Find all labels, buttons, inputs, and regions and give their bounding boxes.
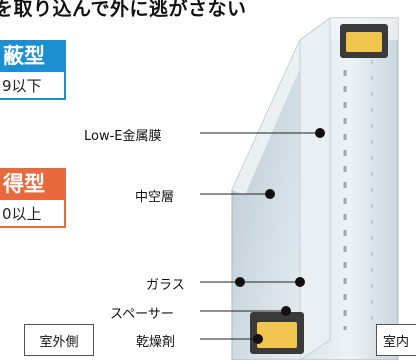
spacer-label: スペーサー — [110, 307, 174, 322]
shielding-type-tag: 蔽型 — [0, 40, 66, 70]
gain-type-tag: 得型 — [0, 168, 66, 198]
headline: を取り込んで外に逃がさない — [0, 0, 247, 20]
air-marker — [265, 189, 275, 199]
spacer-marker — [281, 306, 291, 316]
air-layer-label: 中空層 — [135, 190, 175, 205]
lowe-label: Low-E金属膜 — [84, 129, 162, 144]
glass-label: ガラス — [146, 278, 185, 293]
shielding-type-value: 9以下 — [0, 70, 66, 100]
desiccant-marker — [253, 334, 263, 344]
desiccant-label: 乾燥剤 — [136, 335, 176, 350]
glass-marker-inner — [295, 277, 305, 287]
glass-marker-outer — [235, 277, 245, 287]
outside-label: 室外側 — [24, 324, 94, 356]
inside-label: 室内 — [376, 324, 416, 356]
gain-type-value: 0以上 — [0, 198, 66, 228]
lowe-marker — [315, 128, 325, 138]
